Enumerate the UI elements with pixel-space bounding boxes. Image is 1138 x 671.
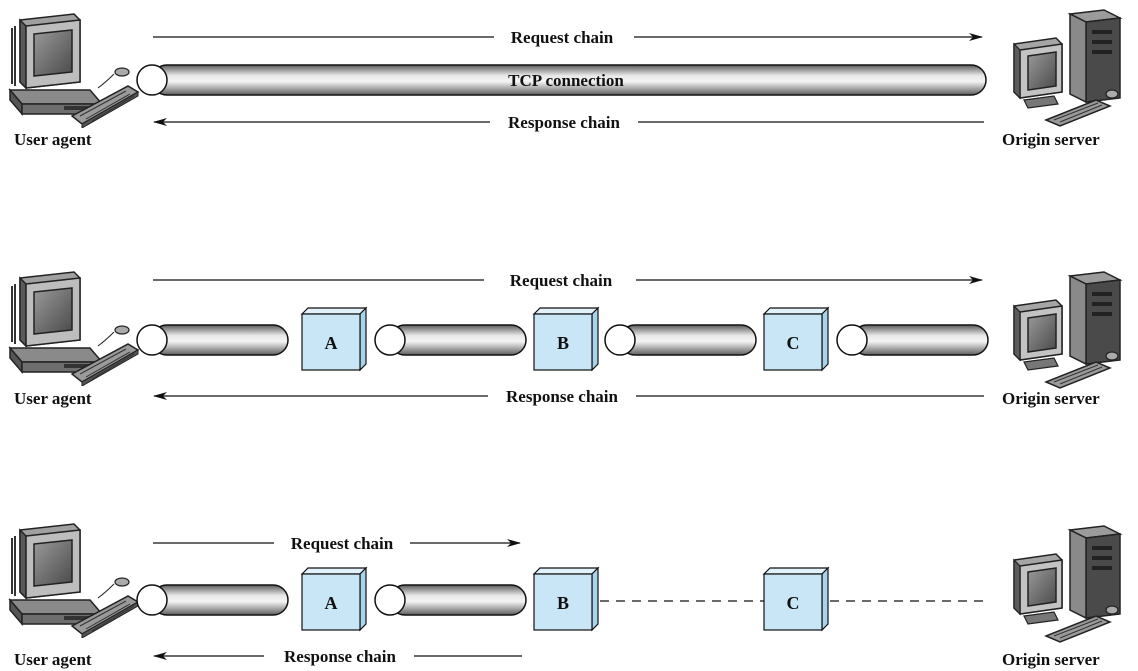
request-chain-label: Request chain [510,271,613,290]
intermediary-label: C [787,333,800,353]
request-chain-label: Request chain [291,534,394,553]
response-chain-label: Response chain [506,387,618,406]
intermediary-label: C [787,593,800,613]
pipe-segment-a-to-b [374,584,527,616]
panel-direct-connection: Request chain TCP connection Response ch… [9,9,1121,149]
origin-server-label: Origin server [1002,389,1100,408]
panel-intermediary-chain: Request chain A B [9,271,1121,408]
tcp-connection-pipe [136,64,987,96]
request-chain-label: Request chain [511,28,614,47]
user-agent-computer-icon [9,523,139,638]
intermediary-label: B [557,333,569,353]
intermediary-box-a: A [300,566,368,632]
intermediary-box-c: C [762,306,830,372]
user-agent-label: User agent [14,130,92,149]
intermediary-box-b: B [532,566,600,632]
intermediary-label: A [325,593,338,613]
intermediary-box-a: A [300,306,368,372]
user-agent-computer-icon [9,13,139,128]
origin-server-label: Origin server [1002,650,1100,669]
user-agent-label: User agent [14,389,92,408]
panel-cached-response: Request chain A B C [9,523,1121,669]
intermediary-box-c: C [762,566,830,632]
response-chain-label: Response chain [284,647,396,666]
origin-server-computer-icon [1013,525,1121,643]
intermediary-label: A [325,333,338,353]
pipe-segment-c-to-server [836,324,989,356]
intermediary-label: B [557,593,569,613]
pipe-segment-user-to-a [136,584,289,616]
user-agent-computer-icon [9,271,139,386]
origin-server-label: Origin server [1002,130,1100,149]
pipe-segment-user-to-a [136,324,289,356]
pipe-segment-a-to-b [374,324,527,356]
tcp-connection-label: TCP connection [508,71,624,90]
origin-server-computer-icon [1013,9,1121,127]
response-chain-label: Response chain [508,113,620,132]
intermediary-box-b: B [532,306,600,372]
pipe-segment-b-to-c [604,324,757,356]
user-agent-label: User agent [14,650,92,669]
origin-server-computer-icon [1013,271,1121,389]
